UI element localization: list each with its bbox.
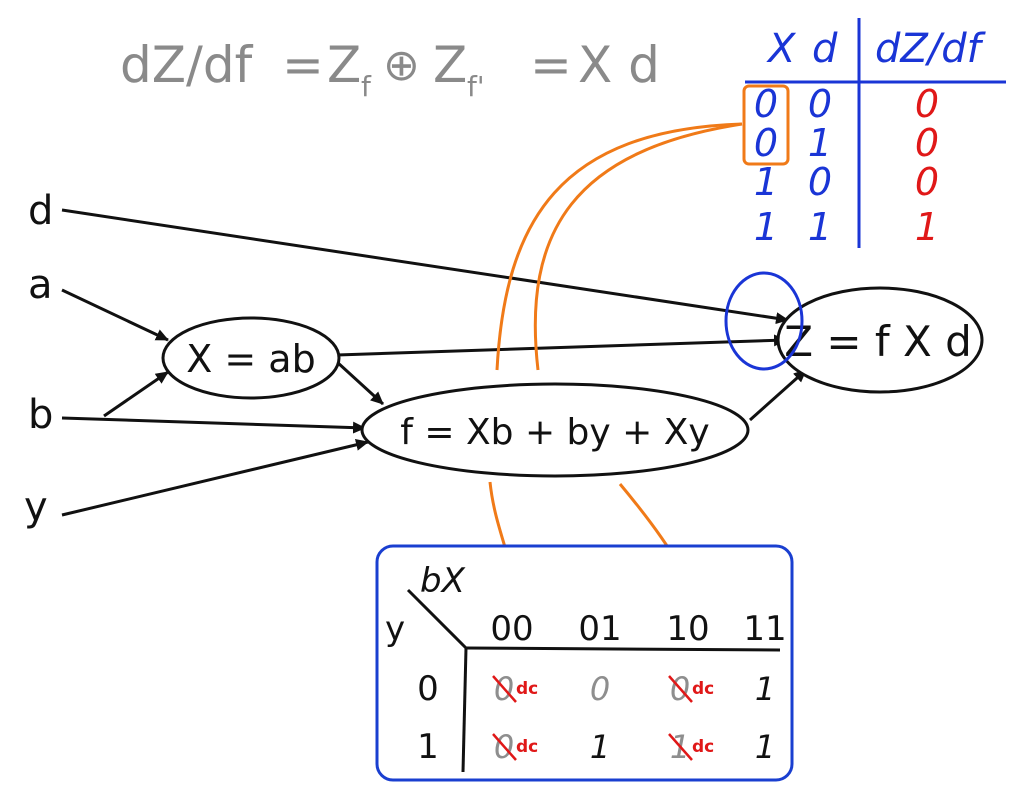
input-labels: d a b y	[24, 188, 53, 530]
formula-eq1: =	[282, 36, 324, 94]
input-highlight-circle	[724, 271, 804, 371]
kmap-frame	[375, 544, 794, 782]
edge-y-to-f	[61, 438, 369, 517]
kmap-cell-value: 1	[755, 670, 775, 708]
kmap-cell-note: dc	[692, 737, 714, 757]
formula-z1: Z	[327, 36, 361, 94]
edge-d-to-z	[61, 208, 789, 325]
truth-table-cell: 1	[754, 205, 778, 249]
kmap-cell-value: 1	[590, 728, 610, 766]
formula-eq2: =	[530, 36, 572, 94]
edge-f-to-z	[749, 368, 807, 422]
truth-table-header-d: d	[812, 26, 838, 72]
truth-table-cell: 0	[915, 160, 939, 204]
kmap-row-rule	[461, 647, 468, 773]
edge-x-to-z	[336, 334, 787, 357]
edge-b-to-f	[61, 416, 366, 434]
kmap-col-header: 00	[490, 609, 533, 649]
kmap-row-header: 0	[417, 669, 439, 709]
node-x-ellipse	[161, 316, 341, 400]
formula-rhs: X d	[578, 36, 660, 94]
kmap-col-header: 10	[666, 609, 709, 649]
input-label-d: d	[28, 188, 53, 234]
kmap-diagonal	[406, 588, 468, 650]
edge-x-to-f	[335, 360, 385, 406]
formula-z2: Z	[433, 36, 467, 94]
kmap-cell-strike	[668, 675, 693, 703]
kmap-cell-strike	[492, 675, 517, 703]
edge-a-to-x	[61, 288, 169, 342]
formula-sub2: f'	[467, 70, 485, 103]
edge-b-to-x	[103, 370, 169, 418]
truth-table-header-x: X	[766, 26, 797, 72]
input-label-a: a	[28, 262, 53, 308]
kmap-cell-note: dc	[692, 679, 714, 699]
truth-table-cell: 1	[915, 205, 939, 249]
truth-table-cell: 0	[808, 82, 832, 126]
orange-link-table-left	[495, 122, 743, 371]
kmap-cell-strike	[668, 733, 693, 761]
truth-table-cell: 0	[754, 82, 778, 126]
kmap-row-headers: 01	[417, 669, 439, 767]
truth-table-cell: 0	[915, 82, 939, 126]
formula: dZ/df = Z f ⊕ Z f' = X d	[120, 36, 660, 103]
kmap-row-header: 1	[417, 727, 439, 767]
kmap-cell-note: dc	[516, 737, 538, 757]
truth-table-highlight-box	[742, 84, 790, 166]
orange-arrows	[488, 122, 743, 591]
input-label-y: y	[24, 484, 48, 530]
truth-table-cell: 1	[808, 121, 832, 165]
formula-sub1: f	[361, 70, 372, 103]
formula-xor: ⊕	[383, 40, 420, 91]
truth-table-cell: 0	[915, 121, 939, 165]
node-f-ellipse	[360, 382, 750, 478]
node-z-ellipse	[776, 286, 984, 394]
kmap-col-header: 11	[743, 609, 786, 649]
input-label-b: b	[28, 392, 53, 438]
node-f: f = Xb + by + Xy	[360, 382, 750, 478]
edges	[61, 208, 807, 517]
kmap-cell-value: 0	[590, 670, 610, 708]
kmap-col-headers: 00 01 10 11	[490, 609, 786, 649]
truth-table-cell: 1	[754, 160, 778, 204]
kmap-col-var: bX	[420, 561, 466, 601]
node-f-label: f = Xb + by + Xy	[400, 412, 709, 453]
kmap-cell-note: dc	[516, 679, 538, 699]
kmap-row-var: y	[385, 609, 405, 649]
kmap-header-rule	[465, 646, 781, 652]
node-z: Z = f X d	[776, 286, 984, 394]
kmap-cell-strike	[492, 733, 517, 761]
kmap-cell-value: 1	[755, 728, 775, 766]
truth-table-cell: 0	[754, 121, 778, 165]
kmap-cells: 0dc00dc10dc11dc1	[492, 670, 775, 766]
orange-link-table-right	[533, 122, 743, 371]
node-z-label: Z = f X d	[784, 317, 972, 366]
kmap-col-header: 01	[578, 609, 621, 649]
truth-table-cell: 0	[808, 160, 832, 204]
node-x: X = ab	[161, 316, 341, 400]
truth-table-cell: 1	[808, 205, 832, 249]
node-x-label: X = ab	[186, 337, 315, 381]
formula-lhs: dZ/df	[120, 36, 254, 94]
truth-table-header-dzdf: dZ/df	[875, 26, 987, 72]
